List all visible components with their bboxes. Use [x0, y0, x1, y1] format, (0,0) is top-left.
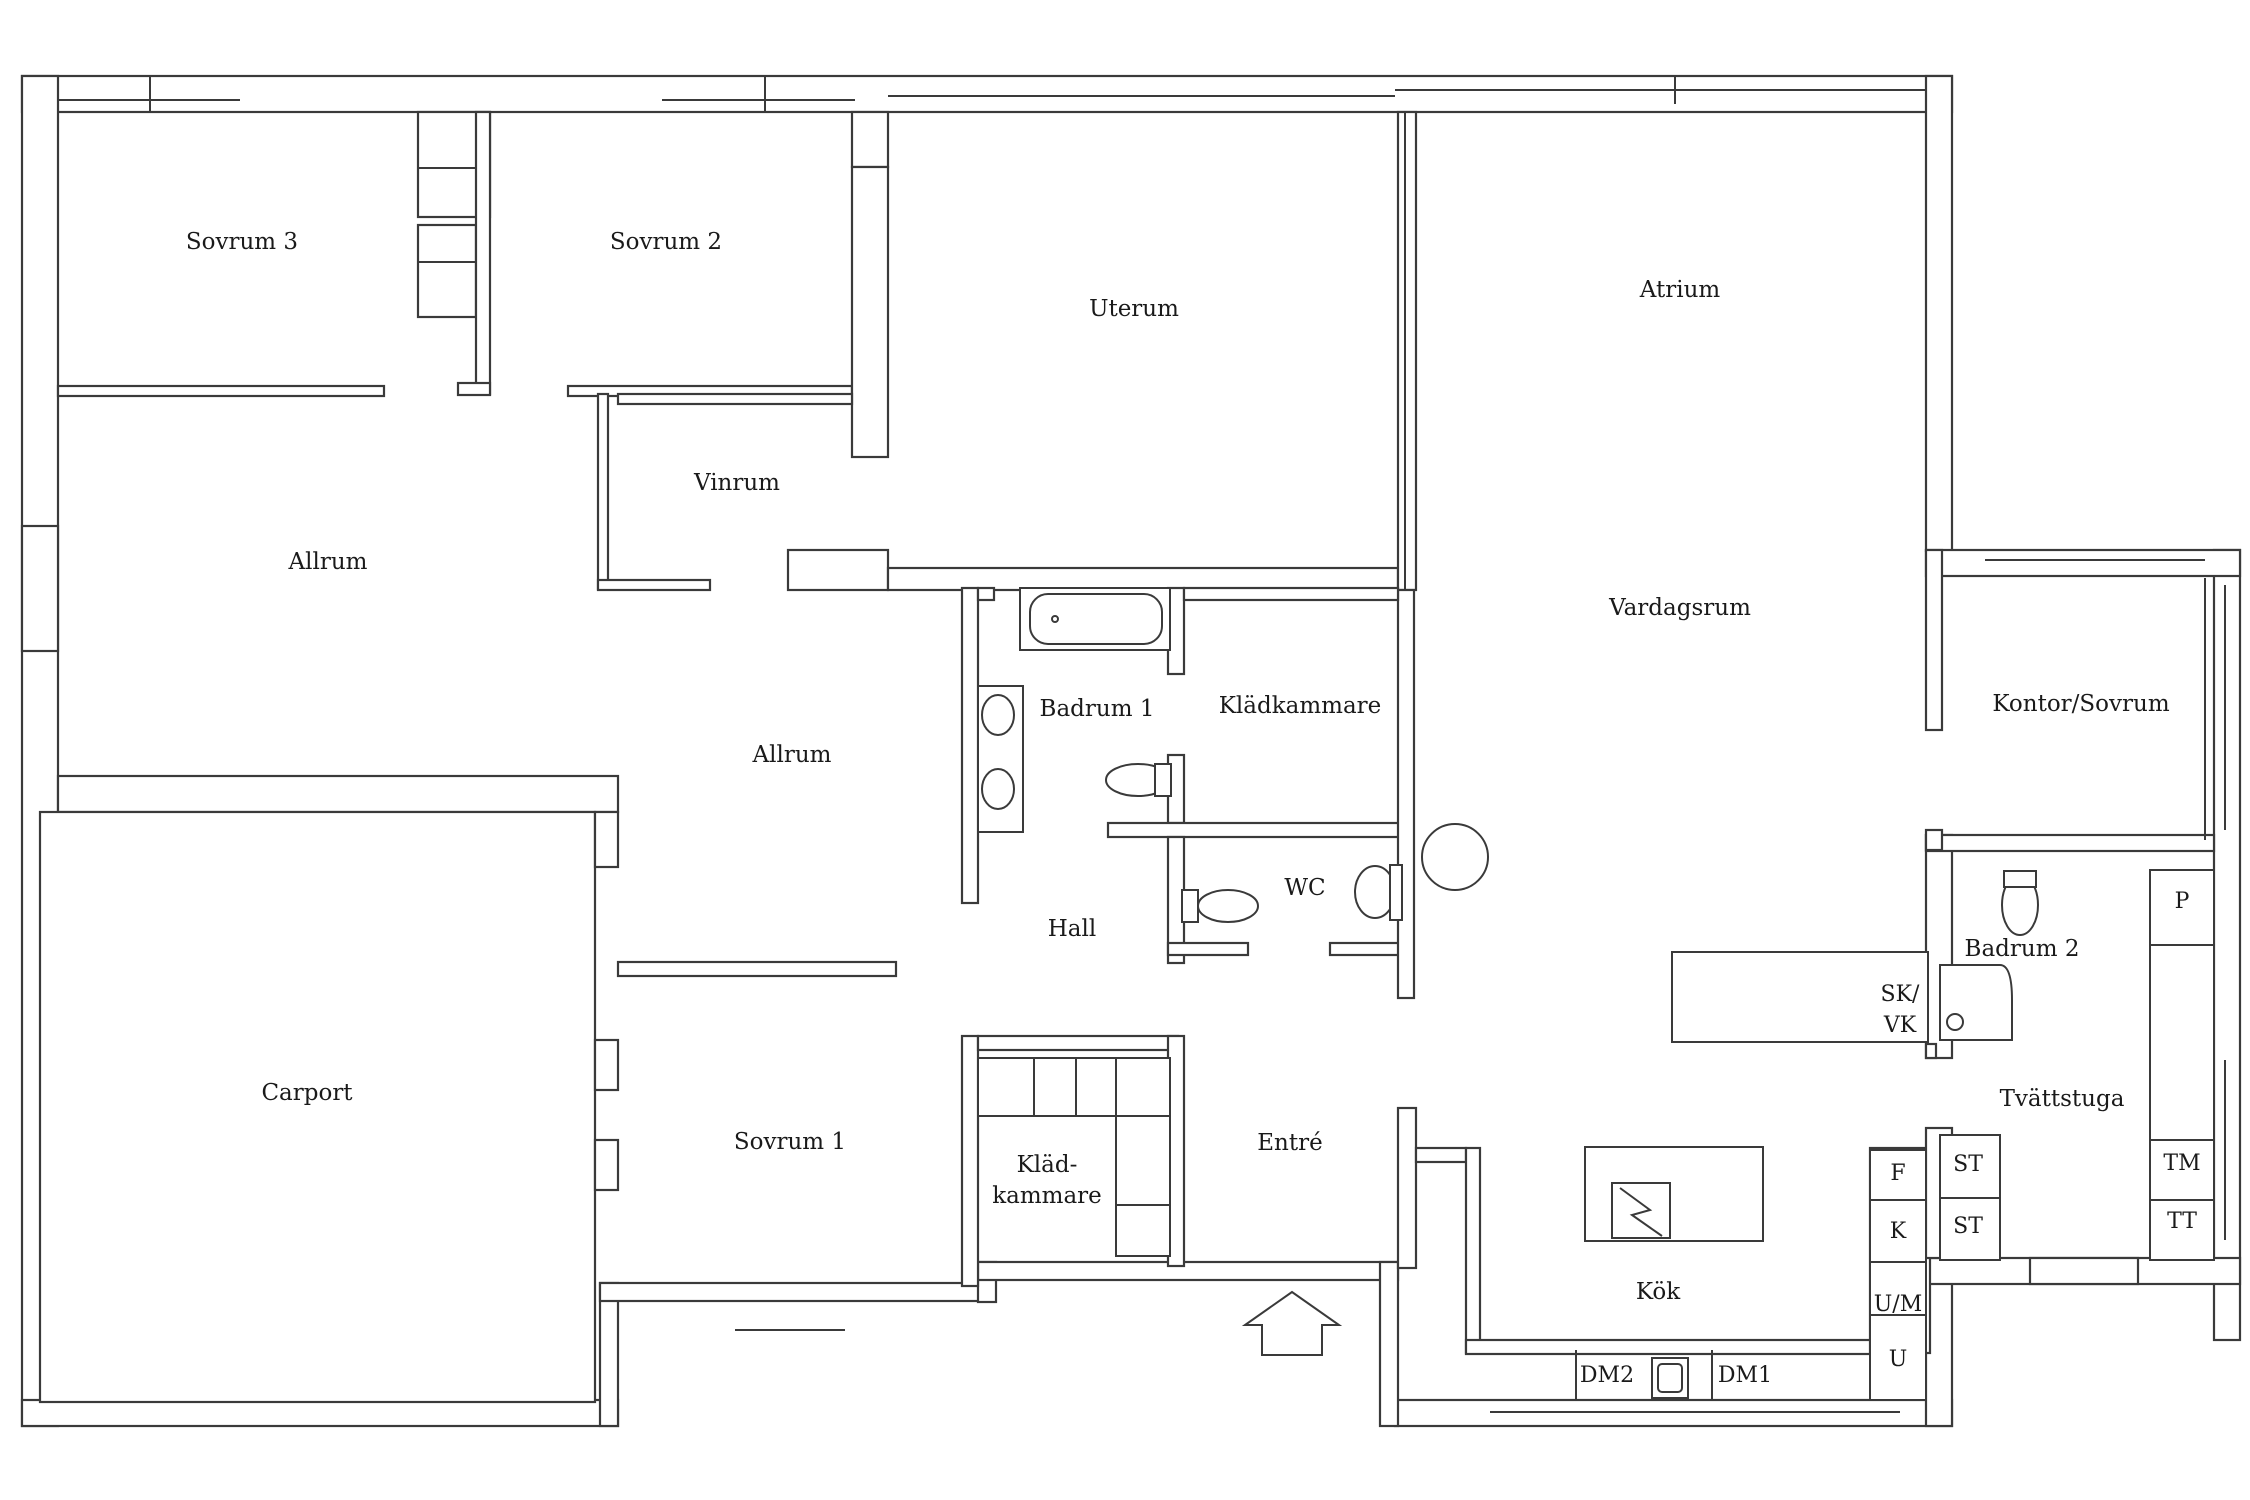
- windows: [58, 76, 2226, 1413]
- outer-walls: [20, 74, 2242, 1428]
- appliance-label-k: K: [1890, 1219, 1907, 1244]
- appliance-label-tt: TT: [2167, 1209, 2197, 1234]
- room-label-kok: Kök: [1636, 1279, 1681, 1305]
- fixtures: [977, 578, 2215, 1401]
- interior-walls: [20, 110, 2216, 1404]
- appliance-label-sk: SK/: [1881, 982, 1921, 1007]
- room-label-tvattstuga: Tvättstuga: [2000, 1086, 2125, 1112]
- room-label-vardagsrum: Vardagsrum: [1608, 595, 1751, 621]
- appliance-label-f: F: [1890, 1161, 1905, 1186]
- room-label-atrium: Atrium: [1639, 277, 1721, 303]
- room-label-sovrum-1: Sovrum 1: [734, 1129, 846, 1155]
- appliance-label-dm2: DM2: [1580, 1363, 1634, 1388]
- room-label-hall: Hall: [1048, 916, 1096, 942]
- room-label-entre: Entré: [1257, 1130, 1322, 1156]
- room-label-kladkammare-2a: Kläd-: [1017, 1152, 1078, 1178]
- room-label-kladkammare-2b: kammare: [992, 1183, 1102, 1209]
- room-label-vinrum: Vinrum: [693, 470, 780, 496]
- appliance-label-p: P: [2175, 889, 2190, 914]
- appliance-label-st-1: ST: [1953, 1152, 1983, 1177]
- appliance-labels: SK/ VK P TM TT ST ST F K U/M U DM2 DM1: [1580, 889, 2201, 1388]
- room-label-uterum: Uterum: [1089, 296, 1179, 322]
- appliance-label-dm1: DM1: [1718, 1363, 1772, 1388]
- appliance-label-tm: TM: [2163, 1151, 2200, 1176]
- room-label-badrum-1: Badrum 1: [1040, 696, 1155, 722]
- room-label-sovrum-3: Sovrum 3: [186, 229, 298, 255]
- room-label-wc: WC: [1284, 875, 1325, 901]
- room-label-sovrum-2: Sovrum 2: [610, 229, 722, 255]
- room-label-allrum-1: Allrum: [288, 549, 368, 575]
- room-label-carport: Carport: [261, 1080, 353, 1106]
- room-label-badrum-2: Badrum 2: [1965, 936, 2080, 962]
- appliance-label-vk: VK: [1883, 1013, 1917, 1038]
- room-label-allrum-2: Allrum: [752, 742, 832, 768]
- appliance-label-um: U/M: [1874, 1292, 1922, 1317]
- room-label-kontor-sovrum: Kontor/Sovrum: [1992, 691, 2169, 717]
- appliance-label-st-2: ST: [1953, 1214, 1983, 1239]
- room-label-kladkammare-1: Klädkammare: [1219, 693, 1382, 719]
- appliance-label-u: U: [1889, 1347, 1908, 1372]
- room-labels: Sovrum 3 Sovrum 2 Uterum Atrium Vinrum A…: [186, 229, 2170, 1305]
